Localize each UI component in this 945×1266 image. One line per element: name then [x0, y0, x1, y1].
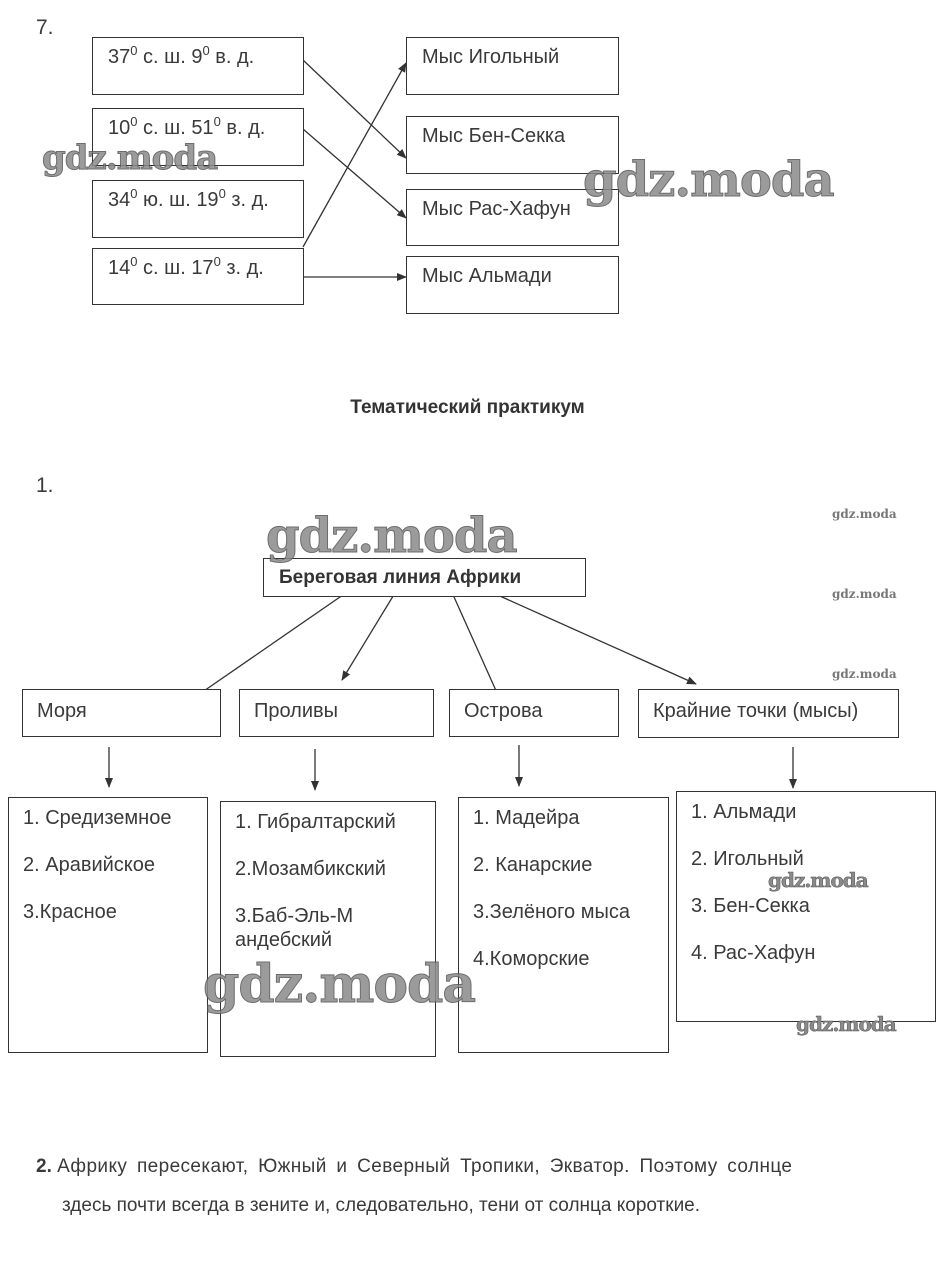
watermark: gdz.moda: [832, 587, 897, 601]
task2-line2: здесь почти всегда в зените и, следовате…: [62, 1195, 701, 1216]
list-box-capes: 1. Альмади 2. Игольный 3. Бен-Секка 4. Р…: [676, 791, 936, 1022]
list-item: 3.Красное: [23, 901, 117, 923]
category-label: Крайние точки (мысы): [653, 700, 859, 722]
list-box-straits: 1. Гибралтарский 2.Мозамбикский 3.Баб-Эл…: [220, 801, 436, 1057]
section-title: Тематический практикум: [350, 397, 585, 418]
list-item: 3.Зелёного мыса: [473, 901, 630, 923]
watermark: gdz.moda: [41, 138, 218, 179]
cape-label: Мыс Альмади: [422, 265, 552, 287]
watermark: gdz.moda: [768, 868, 869, 893]
task1-number: 1.: [36, 474, 54, 497]
coord-text: 370 с. ш. 90 в. д.: [108, 43, 255, 68]
list-item: 4. Рас-Хафун: [691, 942, 816, 964]
watermark: gdz.moda: [266, 508, 519, 565]
arrow-root-to-islands: [449, 587, 503, 705]
arrow-root-to-capes: [481, 587, 697, 685]
list-box-islands: 1. Мадейра 2. Канарские 3.Зелёного мыса …: [458, 797, 669, 1053]
watermark: gdz.moda: [583, 152, 836, 209]
list-box-seas: 1. Средиземное 2. Аравийское 3.Красное: [8, 797, 208, 1053]
list-item: 2.Мозамбикский: [235, 858, 386, 880]
category-box-straits: Проливы: [239, 689, 434, 737]
root-box: Береговая линия Африки: [263, 558, 586, 597]
coord-box-2: 100 с. ш. 510 в. д.: [92, 108, 304, 166]
cape-box-almadi: Мыс Альмади: [406, 256, 619, 314]
watermark: gdz.moda: [832, 667, 897, 681]
category-box-capes: Крайние точки (мысы): [638, 689, 899, 738]
coord-text: 340 ю. ш. 190 з. д.: [108, 186, 269, 211]
list-item: 1. Альмади: [691, 801, 797, 823]
cape-box-ben-sekka: Мыс Бен-Секка: [406, 116, 619, 174]
watermark: gdz.moda: [202, 954, 476, 1016]
list-item: 4.Коморские: [473, 948, 590, 970]
cape-label: Мыс Бен-Секка: [422, 125, 566, 147]
list-item: 3.Баб-Эль-Мандебский: [235, 905, 354, 951]
cape-label: Мыс Рас-Хафун: [422, 198, 571, 220]
arrow-coord1-to-ben-sekka: [302, 59, 407, 159]
arrow-coord3-to-igolny: [302, 62, 407, 248]
coord-box-3: 340 ю. ш. 190 з. д.: [92, 180, 304, 238]
category-box-seas: Моря: [22, 689, 221, 737]
arrow-coord2-to-ras-hafun: [302, 128, 407, 219]
category-label: Проливы: [254, 700, 339, 722]
cape-box-igolny: Мыс Игольный: [406, 37, 619, 95]
task2-line1: 2. Африку пересекают, Южный и Северный Т…: [36, 1156, 793, 1177]
task2-number: 2.: [36, 1156, 52, 1177]
watermark: gdz.moda: [832, 507, 897, 521]
coord-box-4: 140 с. ш. 170 з. д.: [92, 248, 304, 305]
list-item: 3. Бен-Секка: [691, 895, 810, 917]
coord-text: 100 с. ш. 510 в. д.: [108, 114, 266, 139]
coord-box-1: 370 с. ш. 90 в. д.: [92, 37, 304, 95]
category-label: Острова: [464, 700, 543, 722]
cape-label: Мыс Игольный: [422, 46, 560, 68]
list-item: 2. Аравийское: [23, 854, 156, 876]
cape-box-ras-hafun: Мыс Рас-Хафун: [406, 189, 619, 246]
list-item: 1. Мадейра: [473, 807, 580, 829]
coord-text: 140 с. ш. 170 з. д.: [108, 254, 264, 279]
list-item: 1. Средиземное: [23, 807, 172, 829]
list-item: 1. Гибралтарский: [235, 811, 396, 833]
list-item: 2. Игольный: [691, 848, 804, 870]
root-label: Береговая линия Африки: [279, 567, 522, 588]
category-box-islands: Острова: [449, 689, 619, 737]
arrow-root-to-seas: [184, 587, 354, 705]
arrow-root-to-straits: [341, 587, 399, 681]
list-item: 2. Канарские: [473, 854, 593, 876]
category-label: Моря: [37, 700, 87, 722]
task7-number: 7.: [36, 16, 54, 39]
watermark: gdz.moda: [796, 1012, 897, 1037]
